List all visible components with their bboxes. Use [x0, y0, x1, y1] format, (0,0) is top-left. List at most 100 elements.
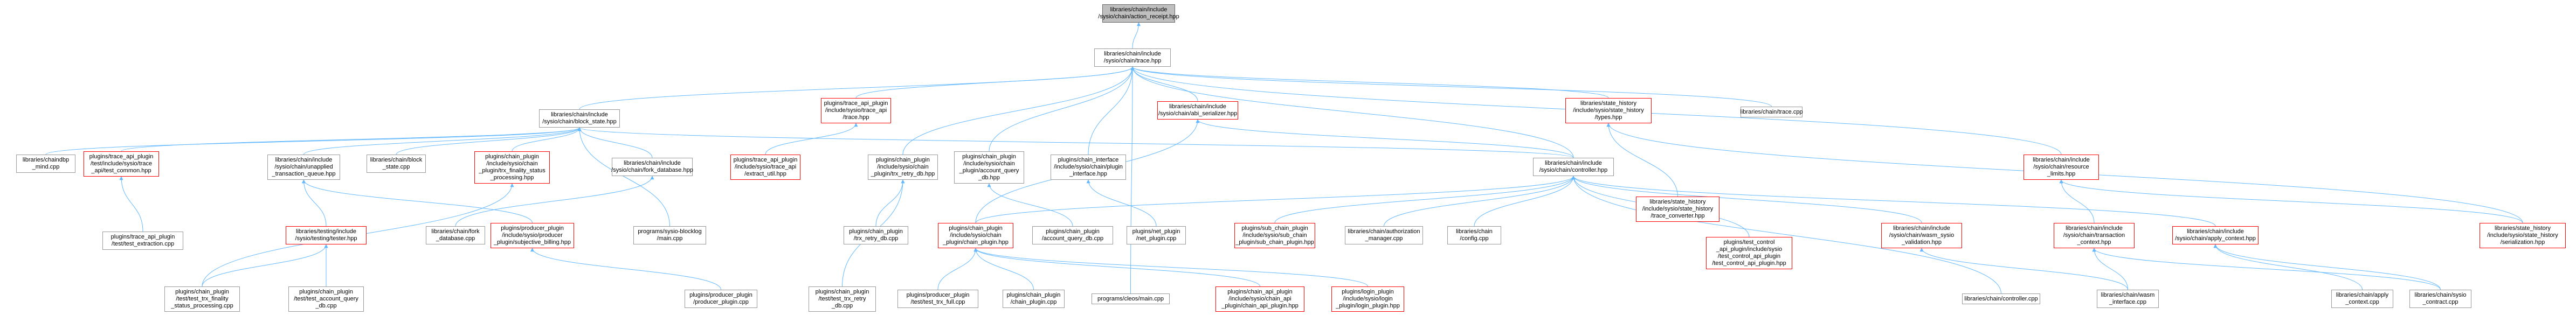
node-trx-retry-db[interactable]: plugins/chain_plugin/include/sysio/chain…: [868, 155, 938, 180]
node-test-control-api[interactable]: plugins/test_control_api_plugin/include/…: [1706, 237, 1792, 269]
edge-producer-subjective-to-unapplied-tx-queue: [302, 179, 533, 223]
node-chain-plugin-hpp[interactable]: plugins/chain_plugin/include/sysio/chain…: [938, 223, 1013, 248]
node-producer-subjective[interactable]: plugins/producer_plugin/include/sysio/pr…: [491, 223, 574, 248]
node-net-plugin[interactable]: plugins/net_plugin/net_plugin.cpp: [1127, 226, 1186, 244]
node-transaction-context[interactable]: libraries/chain/include/sysio/chain/tran…: [2054, 223, 2135, 248]
node-account-query-db-cpp[interactable]: plugins/chain_plugin/account_query_db.cp…: [1032, 226, 1113, 244]
edges: [45, 22, 2523, 294]
edge-chain-config-to-controller: [1474, 176, 1576, 227]
node-account-query-db[interactable]: plugins/chain_plugin/include/sysio/chain…: [954, 151, 1024, 184]
edge-abi-serializer-to-trace: [1130, 66, 1198, 102]
node-cleos-main[interactable]: programs/cleos/main.cpp: [1092, 293, 1170, 304]
node-apply-context-hpp[interactable]: libraries/chain/include/sysio/chain/appl…: [2172, 226, 2259, 244]
edge-testing-tester-to-unapplied-tx-queue: [302, 179, 327, 227]
edge-wasm-interface-to-wasm-validation: [1919, 248, 2128, 290]
edge-trace-api-common-to-block-state: [121, 127, 582, 152]
edge-wasm-validation-to-controller: [1571, 176, 1922, 223]
edge-wasm-interface-to-transaction-context: [2092, 248, 2128, 290]
node-block-state[interactable]: libraries/chain/include/sysio/chain/bloc…: [539, 109, 620, 128]
node-trace-api-extraction[interactable]: plugins/trace_api_plugin/test/test_extra…: [102, 232, 183, 250]
node-test-trx-retry-db[interactable]: plugins/chain_plugin/test/test_trx_retry…: [809, 286, 876, 312]
edge-serialization-to-resource-limits: [2059, 179, 2523, 223]
node-trace[interactable]: libraries/chain/include/sysio/chain/trac…: [1094, 48, 1171, 67]
node-chain-api-plugin[interactable]: plugins/chain_api_plugin/include/sysio/c…: [1216, 286, 1304, 312]
node-trace-api-common[interactable]: plugins/trace_api_plugin/test/include/sy…: [84, 151, 159, 177]
edge-state-history-converter-to-state-history-types: [1606, 123, 1678, 197]
edge-trace-to-root: [1132, 22, 1141, 49]
node-testing-tester[interactable]: libraries/testing/include/sysio/testing/…: [286, 226, 367, 244]
edge-block-state-cpp-to-block-state: [396, 127, 582, 155]
edge-trace-api-trace-to-trace: [855, 66, 1135, 99]
node-controller-cpp[interactable]: libraries/chain/controller.cpp: [1962, 293, 2040, 304]
edge-chain-plugin-cpp-to-chain-plugin-hpp: [973, 248, 1034, 290]
node-apply-context-cpp[interactable]: libraries/chain/apply_context.cpp: [2331, 290, 2393, 308]
edge-controller-to-trace: [1130, 66, 1574, 158]
edge-controller-cpp-to-controller: [1571, 176, 2001, 294]
node-wasm-interface[interactable]: libraries/chain/wasm_interface.cpp: [2097, 290, 2159, 308]
edge-chain-plugin-finality-to-block-state: [512, 127, 582, 152]
node-chain-plugin-cpp[interactable]: plugins/chain_plugin/chain_plugin.cpp: [1003, 290, 1065, 308]
edge-trace-api-extraction-to-trace-api-common: [119, 176, 143, 232]
node-state-history-converter[interactable]: libraries/state_history/include/sysio/st…: [1636, 197, 1719, 222]
node-test-trx-finality[interactable]: plugins/chain_plugin/test/test_trx_final…: [164, 286, 240, 312]
node-root: libraries/chain/include/sysio/chain/acti…: [1098, 4, 1179, 23]
node-trace-cpp[interactable]: libraries/chain/trace.cpp: [1740, 107, 1803, 117]
node-chaindb-mind[interactable]: libraries/chaindbp_mind.cpp: [16, 155, 75, 173]
node-trace-api-trace[interactable]: plugins/trace_api_plugin/include/sysio/t…: [821, 98, 891, 123]
edge-trace-api-extract-to-trace-api-trace: [765, 123, 858, 155]
edge-test-trx-full-to-chain-plugin-hpp: [937, 248, 978, 290]
edge-login-plugin-to-chain-plugin-hpp: [973, 248, 1368, 287]
edge-trx-retry-db-to-trace: [902, 66, 1135, 155]
edge-controller-to-abi-serializer: [1196, 119, 1574, 158]
node-chain-config[interactable]: libraries/chain/config.cpp: [1447, 226, 1501, 244]
edge-account-query-db-to-trace: [989, 66, 1135, 152]
edge-chain-plugin-hpp-to-controller: [975, 176, 1576, 223]
node-producer-plugin-cpp[interactable]: plugins/producer_plugin/producer_plugin.…: [685, 290, 757, 308]
node-authorization-manager[interactable]: libraries/chain/authorization_manager.cp…: [1345, 226, 1423, 244]
edge-unapplied-tx-queue-to-block-state: [303, 127, 582, 155]
edge-test-trx-finality-to-testing-tester: [202, 244, 328, 287]
edge-apply-context-cpp-to-apply-context-hpp: [2213, 244, 2363, 290]
node-sub-chain-plugin[interactable]: plugins/sub_chain_plugin/include/sysio/s…: [1234, 223, 1315, 248]
edge-net-plugin-to-chain-interface: [1086, 179, 1157, 227]
node-trace-api-extract[interactable]: plugins/trace_api_plugin/include/sysio/t…: [730, 155, 800, 180]
edge-transaction-context-to-resource-limits: [2059, 179, 2095, 223]
edge-account-query-db-cpp-to-account-query-db: [987, 183, 1073, 227]
edge-state-history-types-to-trace: [1130, 66, 1609, 99]
node-login-plugin[interactable]: plugins/login_plugin/include/sysio/login…: [1331, 286, 1404, 312]
edge-sysio-contract-to-transaction-context: [2092, 248, 2441, 290]
node-test-account-query[interactable]: plugins/chain_plugin/test/test_account_q…: [288, 286, 364, 312]
node-unapplied-tx-queue[interactable]: libraries/chain/include/sysio/chain/unap…: [267, 155, 340, 180]
edge-trace-cpp-to-trace: [1130, 66, 1772, 107]
node-controller[interactable]: libraries/chain/include/sysio/chain/cont…: [1533, 158, 1614, 176]
node-test-trx-full[interactable]: plugins/producer_plugin/test/test_trx_fu…: [897, 290, 978, 308]
edge-chain-interface-to-trace: [1088, 66, 1135, 155]
node-abi-serializer[interactable]: libraries/chain/include/sysio/chain/abi_…: [1157, 101, 1238, 120]
node-fork-database-cpp[interactable]: libraries/chain/fork_database.cpp: [426, 226, 485, 244]
node-resource-limits[interactable]: libraries/chain/include/sysio/chain/reso…: [2023, 155, 2099, 180]
node-fork-database[interactable]: libraries/chain/include/sysio/chain/fork…: [611, 158, 693, 176]
edge-controller-to-block-state: [577, 127, 1574, 158]
edge-fork-database-cpp-to-fork-database: [455, 176, 654, 227]
edge-chain-api-plugin-to-chain-plugin-hpp: [973, 248, 1260, 287]
node-sysio-blocklog[interactable]: programs/sysio-blocklog/main.cpp: [633, 226, 706, 244]
node-block-state-cpp[interactable]: libraries/chain/block_state.cpp: [367, 155, 426, 173]
node-trx-retry-db-cpp[interactable]: plugins/chain_plugin/trx_retry_db.cpp: [844, 226, 908, 244]
edge-sysio-contract-to-apply-context-hpp: [2213, 244, 2441, 290]
node-sysio-contract[interactable]: libraries/chain/sysio_contract.cpp: [2409, 290, 2471, 308]
edge-apply-context-hpp-to-controller: [1571, 176, 2216, 227]
edge-authorization-manager-to-controller: [1384, 176, 1576, 227]
edge-trx-retry-db-cpp-to-trx-retry-db: [875, 179, 905, 227]
edge-sysio-blocklog-to-block-state: [577, 127, 670, 227]
edge-chaindb-mind-to-block-state: [45, 127, 582, 155]
edge-producer-plugin-cpp-to-producer-subjective: [530, 248, 721, 290]
node-wasm-validation[interactable]: libraries/chain/include/sysio/chain/wasm…: [1881, 223, 1962, 248]
edge-fork-database-to-block-state: [577, 127, 653, 158]
edge-sub-chain-plugin-to-controller: [1274, 176, 1576, 223]
node-chain-plugin-finality[interactable]: plugins/chain_plugin/include/sysio/chain…: [474, 151, 550, 184]
node-serialization[interactable]: libraries/state_history/include/sysio/st…: [2480, 223, 2566, 248]
node-state-history-types[interactable]: libraries/state_history/include/sysio/st…: [1565, 98, 1652, 123]
node-chain-interface[interactable]: plugins/chain_interface/include/sysio/ch…: [1051, 155, 1126, 180]
